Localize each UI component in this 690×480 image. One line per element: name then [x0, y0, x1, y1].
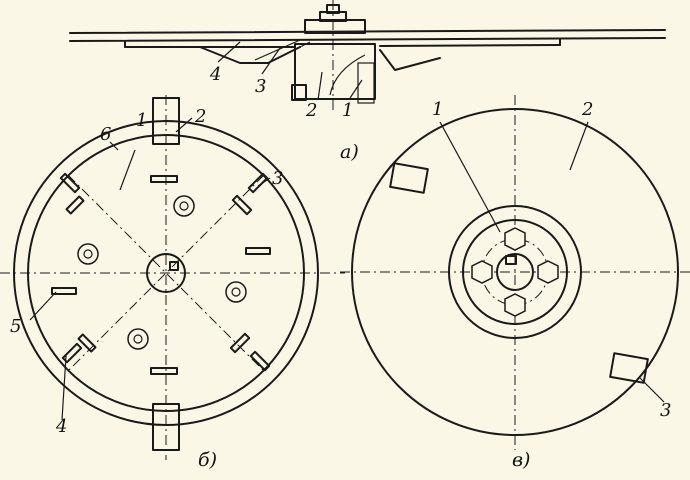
bottom-label-1: 1: [136, 110, 147, 131]
side-label-4: 4: [209, 64, 221, 85]
top-label-3: 3: [660, 400, 671, 421]
caption-a: а): [340, 141, 359, 163]
bottom-label-2: 2: [194, 106, 206, 127]
top-view: [340, 95, 690, 450]
side-label-3: 3: [255, 76, 266, 97]
top-label-1: 1: [432, 99, 443, 120]
bottom-label-3: 3: [272, 168, 283, 189]
side-label-1: 1: [342, 100, 353, 121]
bottom-label-5: 5: [10, 316, 21, 337]
side-label-2: 2: [305, 100, 317, 121]
side-view: [69, 0, 666, 110]
bottom-view: [0, 95, 345, 460]
caption-v: в): [512, 449, 530, 471]
bottom-label-4: 4: [55, 416, 67, 437]
bottom-label-6: 6: [100, 124, 111, 145]
caption-b: б): [198, 449, 217, 471]
top-label-2: 2: [581, 99, 593, 120]
